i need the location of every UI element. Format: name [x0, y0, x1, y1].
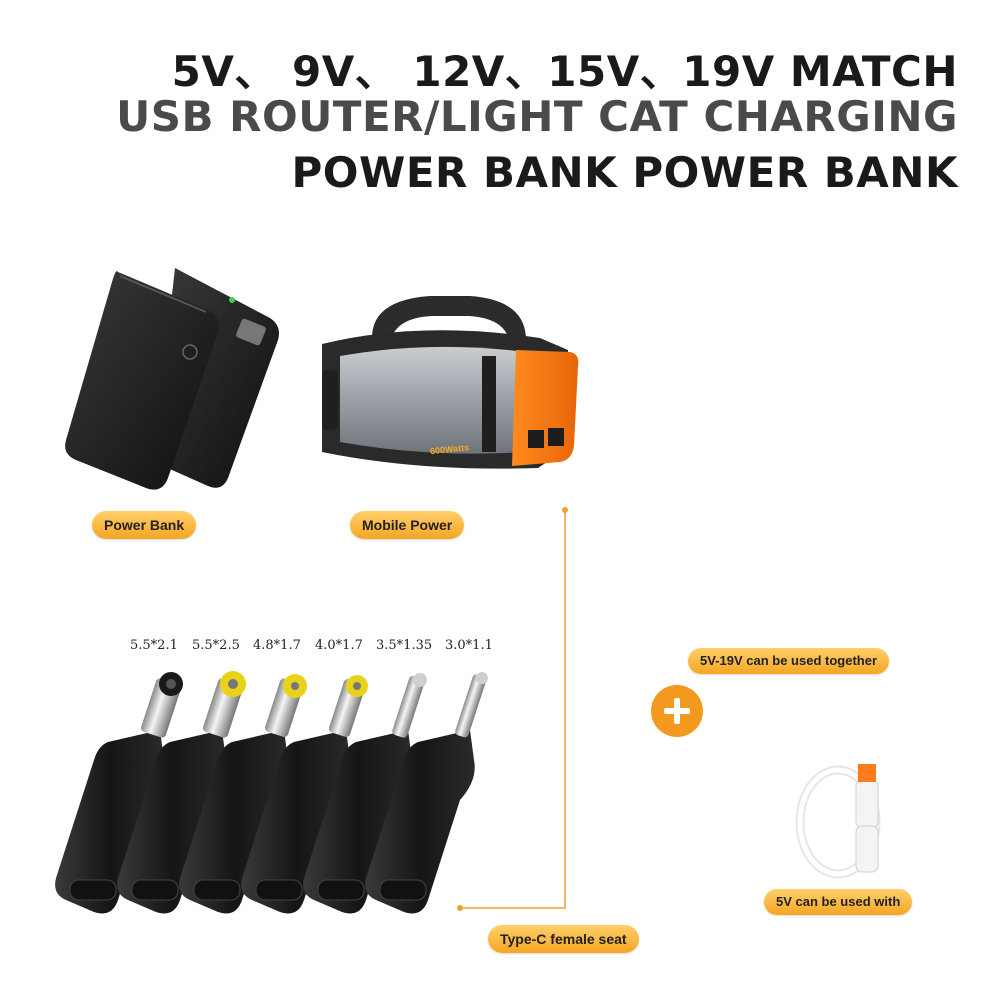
- spec-label: 4.0*1.7: [315, 638, 363, 653]
- dc-adapter-icon: [179, 674, 307, 914]
- compatibility-label: 5V-19V can be used together: [688, 648, 890, 674]
- power-bank-icon: [65, 268, 279, 490]
- spec-label: 4.8*1.7: [253, 638, 301, 653]
- dc-adapter-icon: [241, 675, 368, 914]
- dc-adapter-icon: [55, 672, 183, 914]
- cable-label: 5V can be used with: [764, 889, 913, 915]
- power-bank-label: Power Bank: [92, 511, 197, 539]
- plus-icon: [651, 685, 703, 737]
- dc-adapter-icon: [117, 671, 246, 914]
- portable-power-station-icon: 600Watts: [322, 296, 579, 469]
- spec-label: 3.0*1.1: [445, 638, 493, 653]
- spec-label: 3.5*1.35: [376, 638, 433, 653]
- mobile-power-label: Mobile Power: [350, 511, 465, 539]
- headline-line-3: POWER BANK POWER BANK: [291, 148, 958, 197]
- type-c-label: Type-C female seat: [488, 925, 639, 953]
- dc-adapter-icon: [365, 672, 488, 914]
- usb-cable-icon: [795, 764, 881, 879]
- spec-label: 5.5*2.5: [192, 638, 240, 653]
- power-rating-label: 600Watts: [429, 442, 469, 456]
- spec-label: 5.5*2.1: [130, 638, 178, 653]
- headline-line-1: 5V、 9V、 12V、15V、19V MATCH: [171, 47, 958, 96]
- dc-adapter-icon: [303, 673, 427, 914]
- headline-line-2: USB ROUTER/LIGHT CAT CHARGING: [116, 92, 958, 141]
- connector-line: [457, 507, 568, 911]
- dc-adapter-group: [55, 671, 488, 914]
